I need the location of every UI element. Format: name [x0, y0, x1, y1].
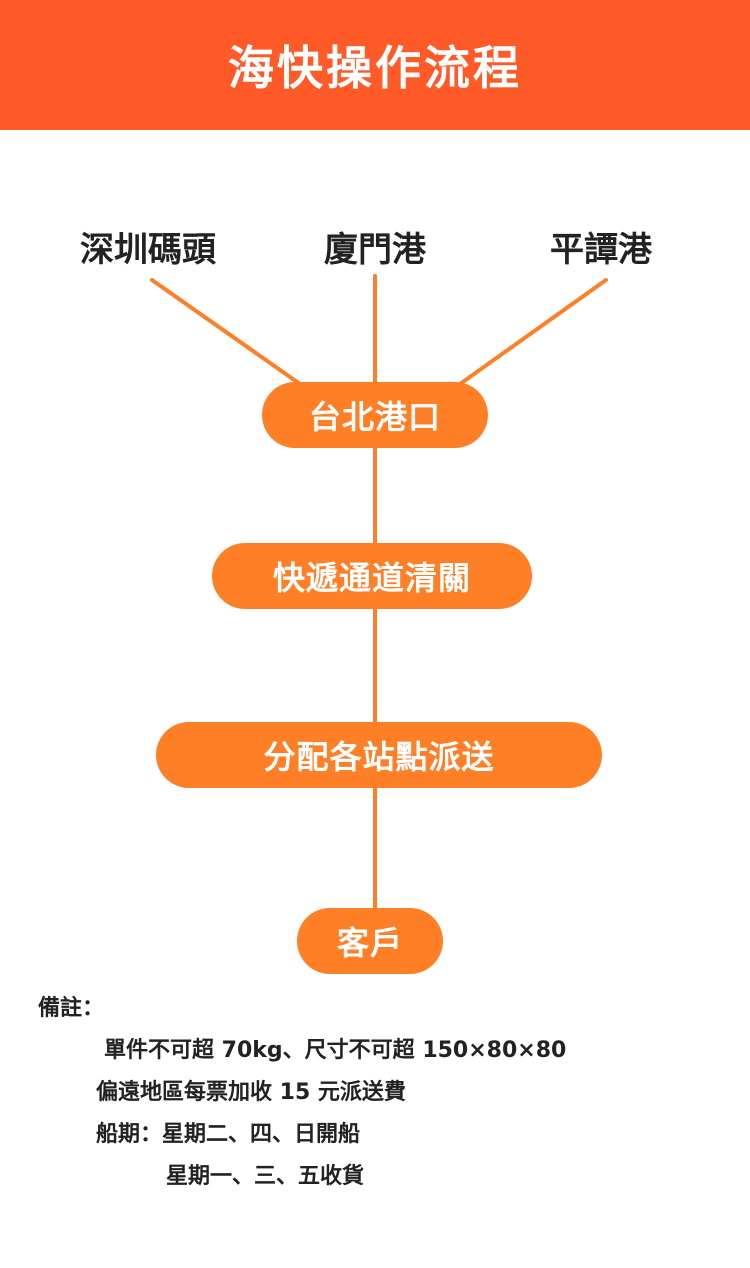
connector-pingtan-to-taipei [458, 278, 608, 386]
step-customer: 客戶 [297, 908, 443, 974]
origin-pingtan: 平譚港 [550, 230, 652, 270]
step-station-delivery: 分配各站點派送 [156, 722, 602, 788]
origin-xiamen: 廈門港 [324, 230, 426, 270]
notes-heading: 備註： [38, 996, 105, 1021]
note-sailing-schedule: 船期：星期二、四、日開船 [96, 1122, 361, 1147]
step-customs-clearance: 快遞通道清關 [212, 543, 532, 609]
origin-shenzhen: 深圳碼頭 [80, 230, 216, 270]
page-title: 海快操作流程 [228, 41, 522, 95]
note-receiving-schedule: 星期一、三、五收貨 [166, 1164, 365, 1189]
connector-shenzhen-to-taipei [150, 278, 302, 386]
note-weight-size-limit: 單件不可超 70kg、尺寸不可超 150×80×80 [104, 1038, 567, 1063]
note-remote-area-fee: 偏遠地區每票加收 15 元派送費 [96, 1080, 406, 1105]
page-header: 海快操作流程 [0, 0, 750, 130]
step-taipei-port: 台北港口 [262, 382, 488, 448]
